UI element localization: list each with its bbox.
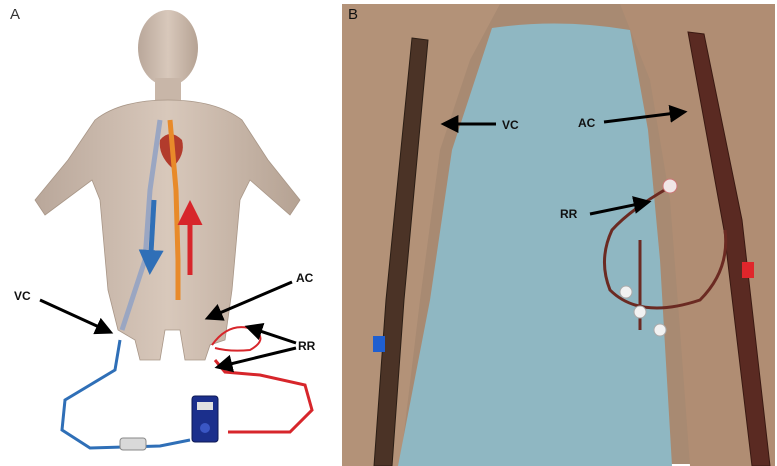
human-body-figure — [35, 10, 300, 360]
panel-b-label-rr: RR — [560, 207, 578, 221]
panel-a-letter: A — [10, 6, 20, 23]
panel-b-label-ac: AC — [578, 116, 596, 130]
panel-a-label-ac: AC — [296, 271, 314, 285]
panel-a-label-vc: VC — [14, 289, 31, 303]
panel-b-letter: B — [348, 6, 358, 23]
panel-a-label-rr: RR — [298, 339, 316, 353]
panel-b-photo — [342, 4, 775, 466]
panel-b-label-vc: VC — [502, 118, 519, 132]
